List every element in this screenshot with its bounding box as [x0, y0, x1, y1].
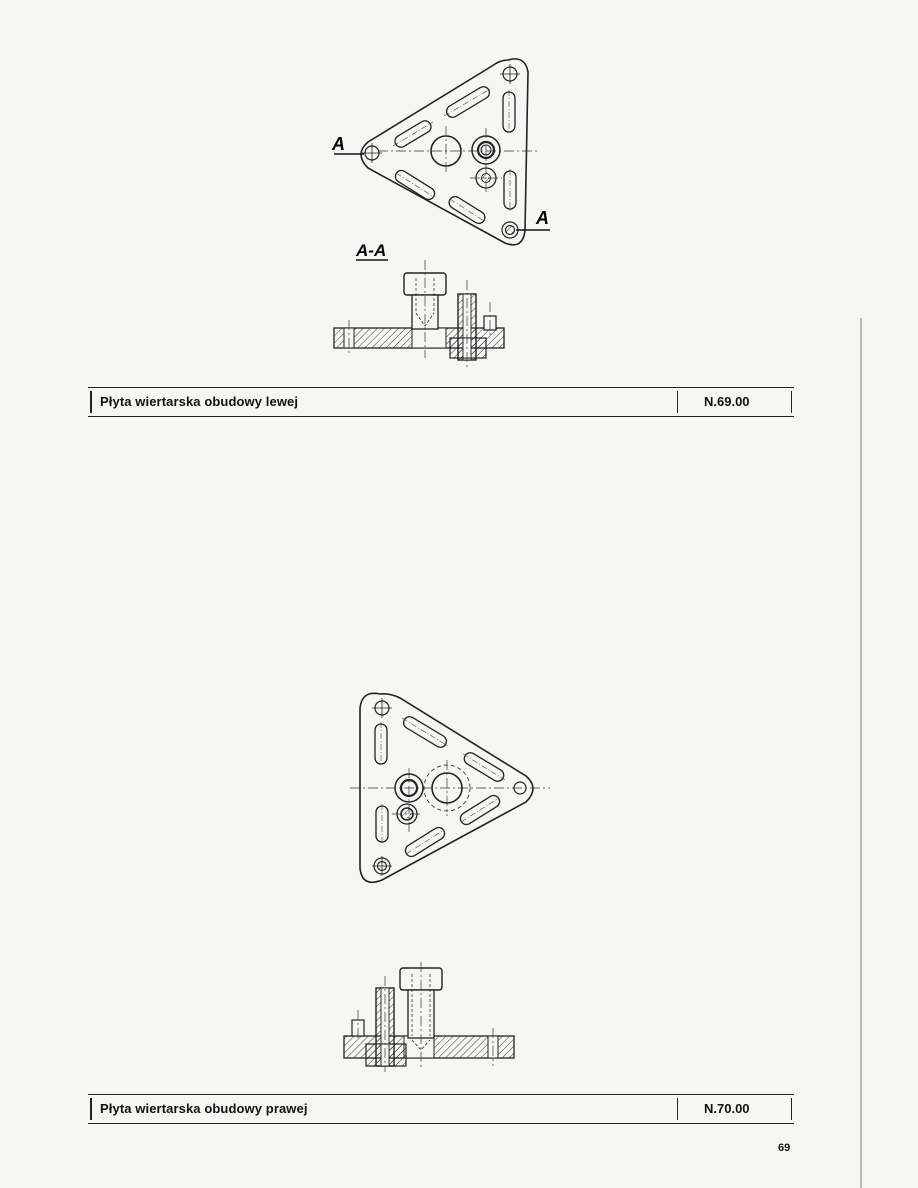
sheet-edge [860, 318, 862, 1188]
cut-mark-a-right: A [535, 208, 549, 228]
drawing-title: Płyta wiertarska obudowy lewej [100, 394, 299, 409]
plate-right-top-view [350, 692, 550, 884]
title-block-n70: Płyta wiertarska obudowy prawej N.70.00 [88, 1094, 794, 1124]
page-number: 69 [778, 1142, 791, 1154]
title-block-separator [677, 1098, 679, 1120]
title-block-left-cap [90, 391, 92, 413]
plate-right-section-view [343, 962, 515, 1072]
title-block-n69: Płyta wiertarska obudowy lewej N.69.00 [88, 387, 794, 417]
title-block-right-cap [790, 1098, 792, 1120]
section-label: A-A [355, 241, 388, 261]
drawing-code: N.69.00 [704, 394, 750, 409]
title-block-right-cap [790, 391, 792, 413]
section-label-text: A-A [355, 241, 386, 260]
cut-mark-a-left: A [331, 134, 345, 154]
plate-left-section-view [333, 260, 505, 368]
drawing-code: N.70.00 [704, 1101, 750, 1116]
plate-left-top-view: A A [331, 58, 550, 246]
title-block-frame [88, 1094, 794, 1124]
title-block-frame [88, 387, 794, 417]
title-block-left-cap [90, 1098, 92, 1120]
title-block-separator [677, 391, 679, 413]
drawing-title: Płyta wiertarska obudowy prawej [100, 1101, 308, 1116]
